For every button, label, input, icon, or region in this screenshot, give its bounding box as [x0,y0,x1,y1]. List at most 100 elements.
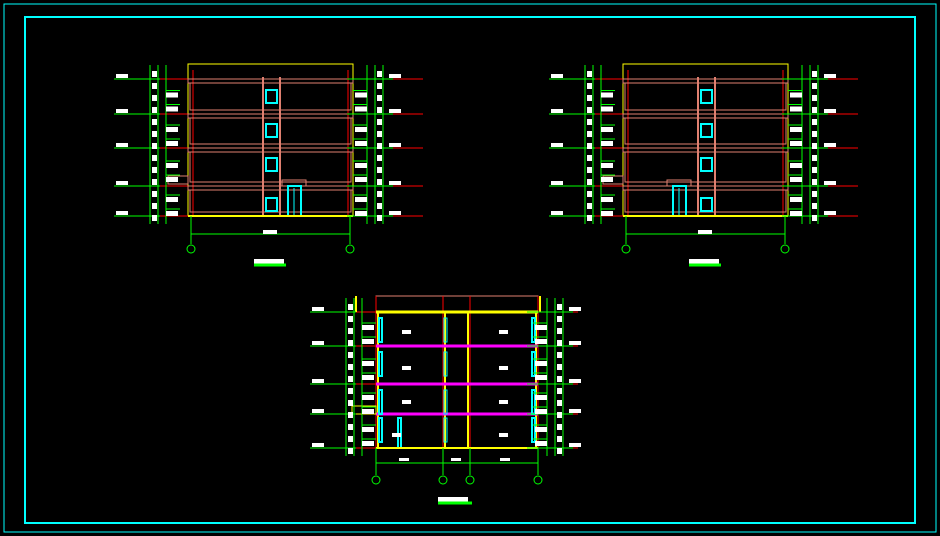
floor-band [187,147,354,153]
level-label [824,211,836,215]
wall-panel [189,151,352,183]
sub-level-label [535,325,547,330]
sub-level-label [790,211,802,216]
level-label [389,109,401,113]
level-label [389,143,401,147]
level-label [551,74,563,78]
axis-bubble [533,475,543,485]
level-label [389,181,401,185]
dimension-text [348,448,353,454]
stair-window [265,197,278,212]
dimension-text [348,424,353,430]
dimension-text [263,230,277,234]
level-label [569,379,581,383]
dimension-text [152,71,157,77]
stair-window [700,123,713,138]
dimension-text [348,376,353,382]
sub-level-label [355,197,367,202]
stair-window [700,89,713,104]
sub-level-label [790,141,802,146]
parapet-outline [622,63,789,217]
room-label [392,433,401,437]
dimension-text [152,143,157,149]
sub-level-label [166,177,178,182]
dimension-text [348,328,353,334]
wall-panel [189,117,352,145]
sub-level-label [601,141,613,146]
sub-level-label [166,163,178,168]
dimension-text [377,119,382,125]
level-label [824,74,836,78]
dimension-text [587,143,592,149]
stair-window [700,157,713,172]
dimension-text [377,215,382,221]
axis-bubble [438,475,448,485]
dimension-text [399,458,409,461]
level-label [312,409,324,413]
outer-frame [3,3,937,533]
view-title-text [689,259,719,265]
sub-level-label [355,211,367,216]
dimension-text [587,119,592,125]
sub-level-label [355,127,367,132]
sub-level-label [166,106,178,112]
dimension-text [377,95,382,101]
level-label [312,379,324,383]
level-label [551,143,563,147]
axis-bubble [371,475,381,485]
section-window [378,351,383,377]
dimension-text [812,179,817,185]
dimension-text [587,203,592,209]
dimension-text [500,458,510,461]
sub-level-label [601,106,613,112]
section-window [378,317,383,343]
dimension-text [812,107,817,113]
dimension-text [557,328,562,334]
dimension-text [557,388,562,394]
stair-window [265,89,278,104]
level-label [312,307,324,311]
room-label [499,433,508,437]
dimension-text [377,167,382,173]
floor-band [187,78,354,84]
sub-level-label [535,441,547,446]
sub-level-label [790,197,802,202]
axis-bubble [345,244,355,254]
sub-level-label [355,106,367,112]
parapet-outline [187,63,354,217]
sub-level-label [166,211,178,216]
sub-level-label [790,177,802,182]
sub-level-label [601,92,613,98]
dimension-text [587,107,592,113]
sub-level-label [790,92,802,98]
section-view [310,295,581,505]
dimension-text [152,167,157,173]
dimension-text [812,203,817,209]
sub-level-label [355,92,367,98]
level-label [569,307,581,311]
dimension-text [557,448,562,454]
sub-level-label [355,163,367,168]
axis-bubble [780,244,790,254]
dimension-text [152,215,157,221]
section-window [443,417,448,443]
dimension-text [152,203,157,209]
level-label [389,74,401,78]
dimension-text [587,71,592,77]
dimension-text [812,71,817,77]
dimension-text [348,364,353,370]
dimension-text [152,83,157,89]
axis-bubble [465,475,475,485]
dimension-text [812,143,817,149]
view-title-text [438,497,468,503]
sub-level-label [355,141,367,146]
dimension-text [377,191,382,197]
level-label [824,143,836,147]
stair-window [265,157,278,172]
dimension-text [152,107,157,113]
dimension-text [812,167,817,173]
dimension-text [152,131,157,137]
section-window [378,417,383,443]
dimension-text [377,143,382,149]
floor-band [622,185,789,191]
